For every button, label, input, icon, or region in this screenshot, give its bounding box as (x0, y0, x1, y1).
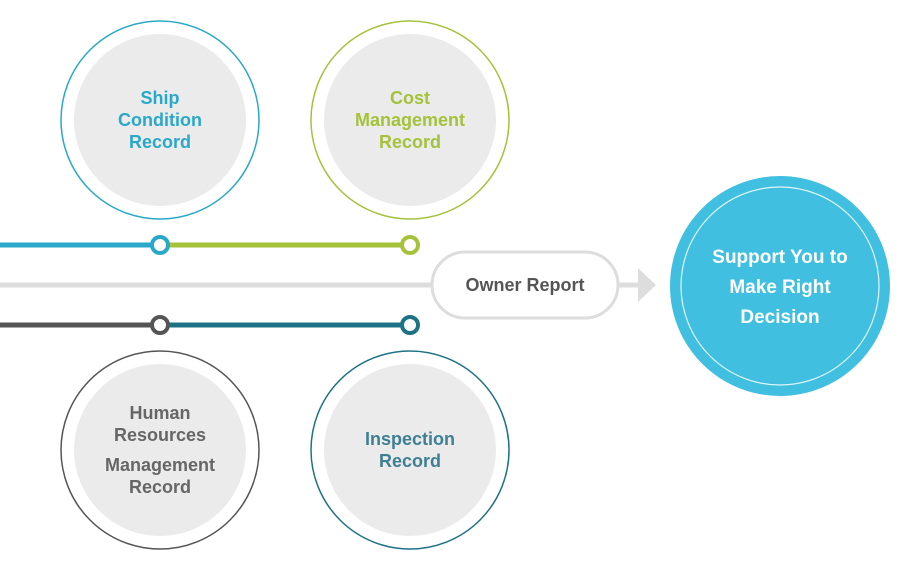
inspection-record-label: Inspection Record (324, 364, 496, 536)
ship-record-line-3: Record (128, 132, 191, 152)
hr-connector-dot (150, 315, 170, 335)
ship-record-ring (60, 20, 260, 220)
target-line-1: Support You to (712, 247, 848, 268)
cost-record-label: Cost Management Record (324, 34, 496, 206)
cost-record-line-2: Management (354, 110, 466, 130)
target-label: Support You to Make Right Decision (690, 200, 870, 376)
ship-record-line-2: Condition (118, 110, 202, 130)
cost-connector-dot (400, 235, 420, 255)
target-line-3: Decision (740, 307, 820, 328)
hr-record-ring (60, 350, 260, 550)
cost-record-disc (324, 34, 496, 206)
owner-report-label: Owner Report (465, 274, 585, 295)
hr-record-disc (74, 364, 246, 536)
inspection-record-ring (310, 350, 510, 550)
hr-record-line-1: Human (129, 403, 191, 423)
ship-record-line-1: Ship (140, 88, 180, 108)
hr-record-line-3: Management (104, 455, 216, 475)
inspection-record-line-2: Record (378, 451, 441, 471)
hr-record-line-2: Resources (113, 425, 207, 445)
inspection-record-line-1: Inspection (364, 429, 455, 449)
arrow-head-icon (638, 268, 656, 302)
inspection-connector-dot (400, 315, 420, 335)
ship-record-disc (74, 34, 246, 206)
ship-record-label: Ship Condition Record (74, 34, 246, 206)
target-disc (670, 176, 890, 396)
hr-record-line-4: Record (128, 477, 191, 497)
hr-record-label: Human Resources Management Record (74, 364, 246, 536)
ship-connector-dot (150, 235, 170, 255)
cost-record-ring (310, 20, 510, 220)
target-inner-ring (680, 186, 880, 386)
inspection-record-disc (324, 364, 496, 536)
cost-record-line-1: Cost (390, 88, 430, 108)
cost-record-line-3: Record (378, 132, 441, 152)
target-line-2: Make Right (729, 277, 831, 298)
